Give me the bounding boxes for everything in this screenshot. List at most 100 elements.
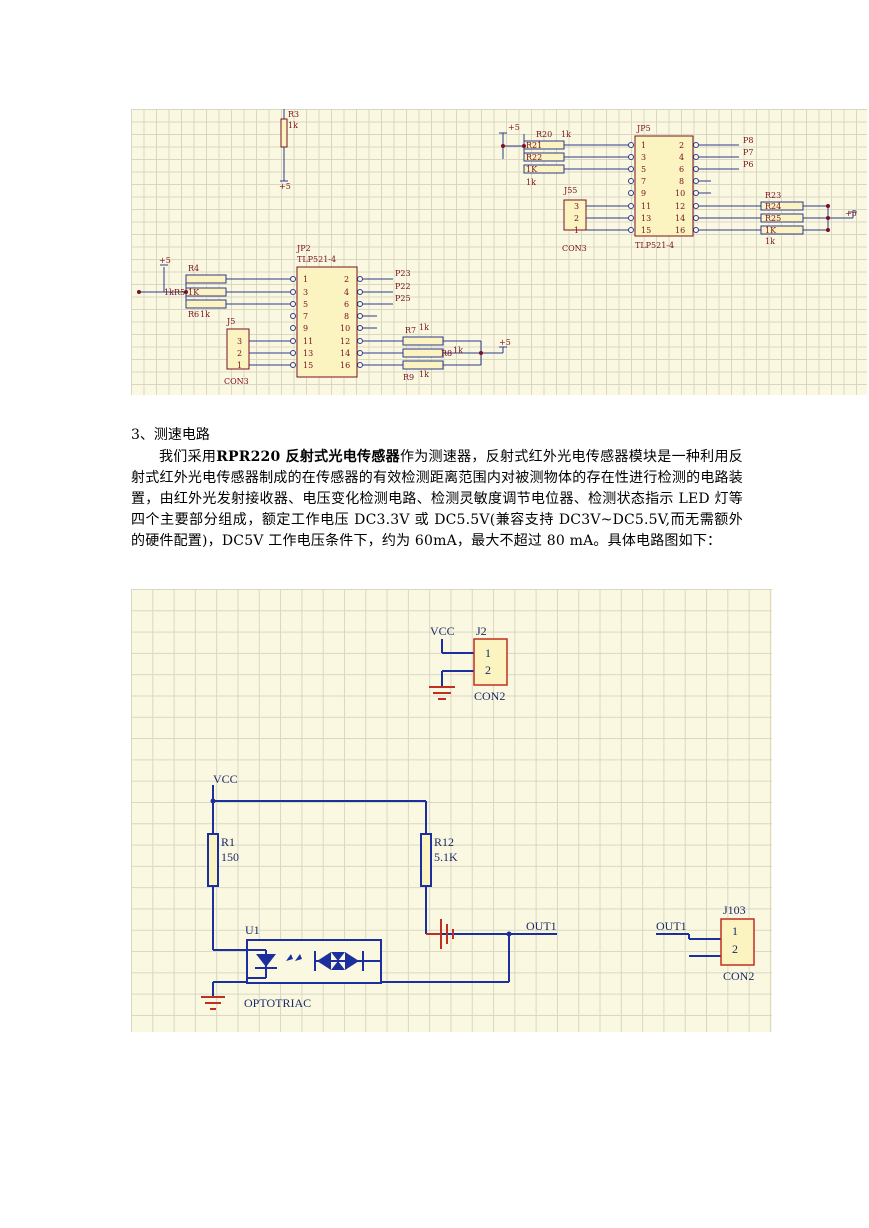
j2-pin: 1: [485, 646, 491, 660]
jp2-pin: 3: [303, 288, 308, 297]
jp2-res-label: 1k: [200, 310, 210, 319]
jp5-pin: 16: [675, 226, 685, 235]
jp2-pin: 12: [340, 337, 350, 346]
jp5-output: P7: [743, 148, 753, 157]
jp2-pin: 6: [344, 300, 349, 309]
jp5-supply-right: +5: [845, 209, 857, 218]
jp2-res-label: R4: [188, 264, 199, 273]
jp2-res-label: 1k: [164, 288, 174, 297]
jp5-ref: JP5: [636, 124, 651, 133]
jp2-pin: 1: [303, 275, 308, 284]
jp5-pin: 2: [679, 141, 684, 150]
jp5-pin: 8: [679, 177, 684, 186]
para-text-rest: 作为测速器，反射式红外光电传感器模块是一种利用反射式红外光电传感器制成的在传感器…: [131, 449, 743, 549]
jp5-pin: 6: [679, 165, 684, 174]
jp5-output: P6: [743, 160, 753, 169]
jp5-res-label: R24: [765, 202, 781, 211]
j5-part: CON3: [224, 377, 249, 386]
jp2-pin: 16: [340, 361, 350, 370]
u1-part: OPTOTRIAC: [244, 996, 311, 1010]
jp5-res-label: R22: [526, 153, 542, 162]
jp2-pin: 5: [303, 300, 308, 309]
jp5-res-label: R20: [536, 130, 552, 139]
r12-ref: R12: [434, 835, 454, 849]
jp5-res-label: 1k: [526, 178, 536, 187]
jp5-supply-left: +5: [508, 123, 520, 132]
jp2-res-label: R9: [403, 373, 414, 382]
speed-sensor-schematic: VCC J2 1 2 CON2 VCC R1 150 R12 5.1K U1 O…: [131, 589, 772, 1032]
jp2-res-label: 1k: [419, 370, 429, 379]
jp2-output: P22: [395, 282, 411, 291]
jp2-supply-left: +5: [159, 256, 171, 265]
section-paragraph: 我们采用RPR220 反射式光电传感器作为测速器，反射式红外光电传感器模块是一种…: [131, 447, 743, 552]
jp5-pin: 12: [675, 202, 685, 211]
schematic-bottom-drawing: VCC J2 1 2 CON2 VCC R1 150 R12 5.1K U1 O…: [201, 624, 755, 1010]
r12-value: 5.1K: [434, 850, 458, 864]
jp2-pin: 9: [303, 324, 308, 333]
jp2-part: TLP521-4: [297, 255, 336, 264]
j2-pin: 2: [485, 663, 491, 677]
jp5-pin: 10: [675, 189, 685, 198]
jp5-pin: 4: [679, 153, 684, 162]
jp5-res-label: R25: [765, 214, 781, 223]
r3-value: 1k: [288, 121, 298, 130]
jp5-res-label: 1k: [561, 130, 571, 139]
jp2-res-label: R6: [188, 310, 199, 319]
jp2-output: P25: [395, 294, 411, 303]
jp2-pin: 8: [344, 312, 349, 321]
jp5-pin: 5: [641, 165, 646, 174]
j5-pin: 1: [237, 361, 242, 370]
jp5-pin: 11: [641, 202, 651, 211]
jp2-pin: 10: [340, 324, 350, 333]
r3-ref: R3: [288, 110, 299, 119]
para-text-start: 我们采用: [159, 449, 217, 465]
jp5-res-label: 1K: [765, 226, 777, 235]
jp2-res-label: 1k: [419, 323, 429, 332]
jp5-res-label: R23: [765, 191, 781, 200]
jp2-res-label: R5: [174, 288, 185, 297]
j103-part: CON2: [723, 969, 754, 983]
jp2-res-label: R8: [441, 349, 452, 358]
jp2-res-label: R7: [405, 326, 416, 335]
jp2-supply-right: +5: [499, 338, 511, 347]
r1-ref: R1: [221, 835, 235, 849]
out1-label: OUT1: [526, 919, 557, 933]
jp5-pin: 13: [641, 214, 651, 223]
j55-part: CON3: [562, 244, 587, 253]
j5-pin: 3: [237, 337, 242, 346]
jp2-output: P23: [395, 269, 411, 278]
j2-part: CON2: [474, 689, 505, 703]
schematic-top-drawing: R3 1k +5 JP5 TLP521-4 +5 +5 R20 1k R21 R…: [137, 109, 857, 386]
jp2-res-label: 1K: [188, 288, 200, 297]
j103-ref: J103: [723, 903, 746, 917]
jp2-pin: 4: [344, 288, 349, 297]
jp5-pin: 3: [641, 153, 646, 162]
para-bold-sensor: RPR220 反射式光电传感器: [216, 449, 400, 465]
j2-ref: J2: [476, 624, 487, 638]
jp5-res-label: 1k: [765, 237, 775, 246]
jp5-pin: 9: [641, 189, 646, 198]
optocoupler-schematic: R3 1k +5 JP5 TLP521-4 +5 +5 R20 1k R21 R…: [131, 109, 867, 395]
jp2-pin: 11: [303, 337, 313, 346]
jp5-pin: 1: [641, 141, 646, 150]
jp2-ref: JP2: [296, 244, 311, 253]
jp2-pin: 15: [303, 361, 313, 370]
j5-pin: 2: [237, 349, 242, 358]
jp2-pin: 13: [303, 349, 313, 358]
section-heading: 3、测速电路: [131, 427, 210, 443]
j55-ref: J55: [563, 186, 577, 195]
jp5-pin: 14: [675, 214, 685, 223]
j55-pin: 1: [574, 226, 579, 235]
u1-ref: U1: [245, 923, 260, 937]
j5-ref: J5: [226, 317, 235, 326]
jp5-output: P8: [743, 136, 753, 145]
vcc-label: VCC: [213, 772, 238, 786]
j55-pin: 3: [574, 202, 579, 211]
jp2-pin: 14: [340, 349, 350, 358]
jp5-res-label: 1K: [526, 165, 538, 174]
j55-pin: 2: [574, 214, 579, 223]
jp2-pin: 7: [303, 312, 308, 321]
jp5-pin: 15: [641, 226, 651, 235]
jp5-pin: 7: [641, 177, 646, 186]
jp5-res-label: R21: [526, 141, 542, 150]
